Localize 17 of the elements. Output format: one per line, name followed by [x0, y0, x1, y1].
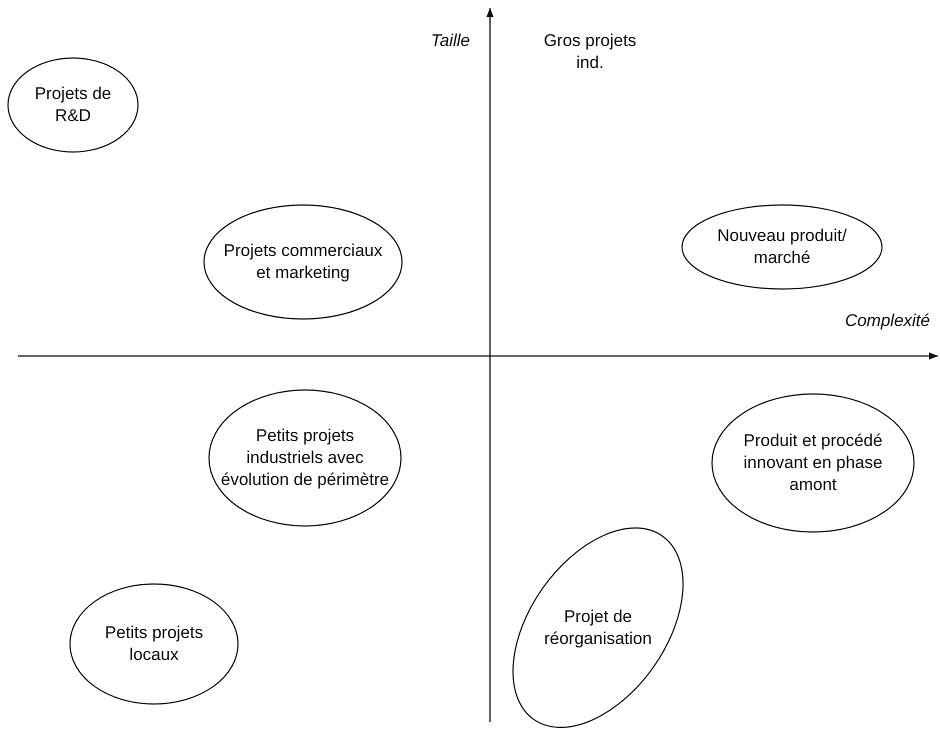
axis-label: Taille	[430, 30, 470, 52]
quadrant-label: Gros projets ind.	[542, 30, 638, 74]
node-label: Projets de R&D	[34, 82, 112, 127]
node-label: Petits projets locaux	[104, 622, 204, 666]
ellipse-node	[8, 58, 138, 152]
ellipse-node	[512, 528, 684, 728]
node-label: Produit et procédé innovant en phase amont	[742, 430, 884, 496]
node-label: Nouveau produit/ marché	[716, 224, 848, 269]
ellipse-node	[712, 394, 914, 532]
node-label: Petits projets industriels avec évolution de périmètre	[220, 424, 390, 492]
node-label: Projet de réorganisation	[543, 606, 653, 650]
ellipse-node	[682, 205, 882, 289]
axis-label: Complexité	[844, 310, 930, 332]
ellipse-node	[70, 584, 238, 704]
ellipse-node	[204, 205, 402, 319]
ellipse-node	[209, 390, 401, 526]
node-label: Projets commerciaux et marketing	[222, 240, 384, 284]
